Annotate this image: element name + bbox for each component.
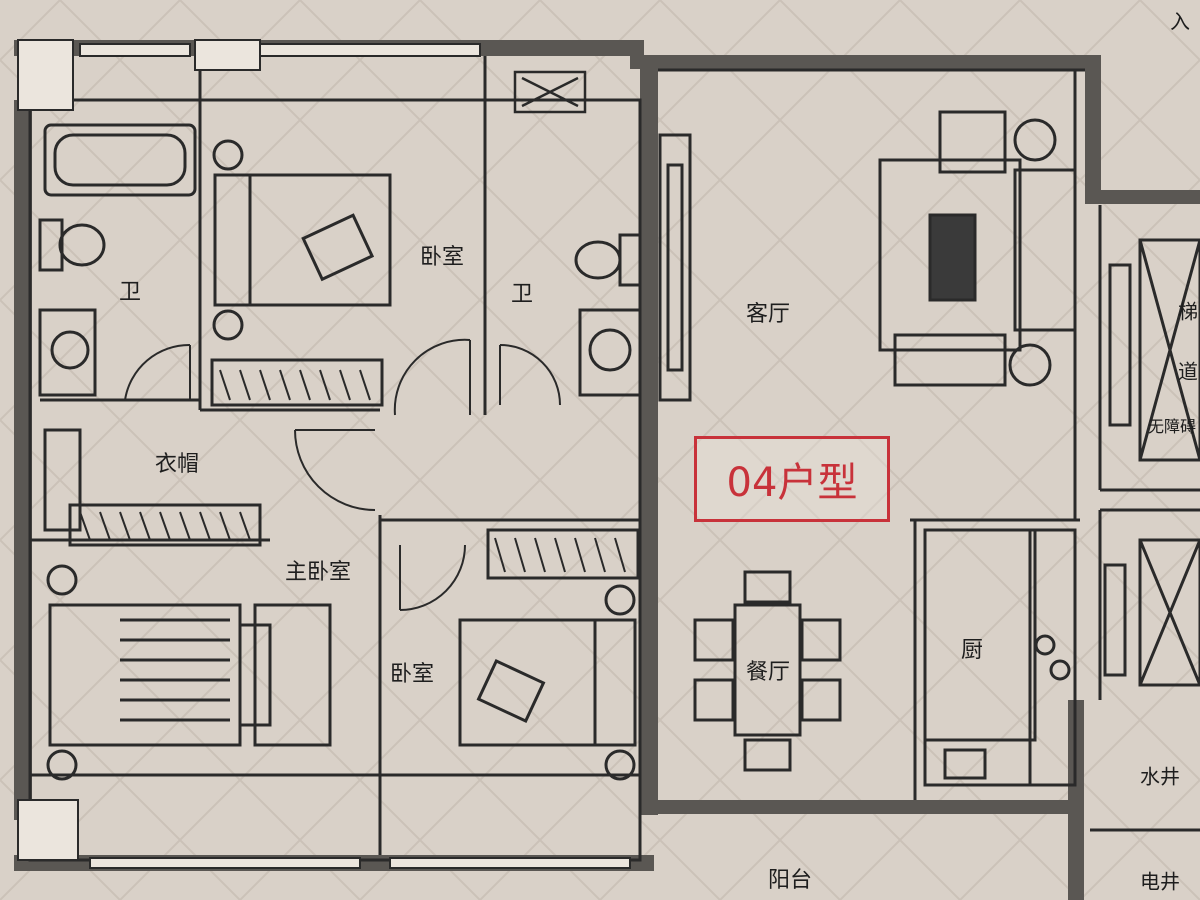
dining-table bbox=[693, 570, 842, 772]
bed-top bbox=[212, 139, 392, 341]
bathtub bbox=[43, 123, 197, 197]
room-label-corridor-2: 道 bbox=[1178, 359, 1198, 384]
bed-bottom bbox=[458, 584, 637, 781]
door-swings bbox=[124, 338, 561, 611]
room-label-living: 客厅 bbox=[745, 302, 791, 327]
room-label-kitchen: 厨 bbox=[960, 638, 984, 663]
tv-unit bbox=[658, 133, 692, 402]
wall-bottom-mid bbox=[640, 800, 1080, 814]
corridor-features bbox=[1103, 238, 1200, 687]
windows bbox=[17, 39, 631, 869]
room-label-closet: 衣帽 bbox=[154, 452, 200, 477]
room-label-balcony: 阳台 bbox=[767, 868, 813, 893]
room-label-water-shaft: 水井 bbox=[1140, 764, 1180, 789]
wall-top-right bbox=[630, 55, 1090, 69]
toilets bbox=[38, 218, 642, 287]
basins bbox=[38, 308, 642, 397]
bed-master bbox=[46, 564, 332, 781]
unit-type-label: 04户型 bbox=[694, 436, 890, 522]
room-label-bedroom-bottom: 卧室 bbox=[389, 662, 435, 687]
room-label-corridor-1: 梯 bbox=[1178, 299, 1198, 324]
sofa-set bbox=[878, 110, 1077, 387]
room-label-entrance: 入 bbox=[1170, 9, 1190, 34]
wall-right-lower bbox=[1068, 700, 1084, 900]
wardrobe-hangers bbox=[79, 369, 626, 573]
room-label-bedroom-top: 卧室 bbox=[419, 245, 465, 270]
vent-box bbox=[513, 70, 587, 114]
room-label-bath-middle: 卫 bbox=[510, 282, 534, 307]
wardrobes bbox=[43, 358, 640, 580]
wall-right-stub bbox=[1085, 190, 1200, 204]
room-label-dining: 餐厅 bbox=[745, 660, 791, 685]
room-label-corridor-3: 无障碍 bbox=[1147, 417, 1197, 436]
wall-center bbox=[640, 55, 658, 815]
wall-right-upper bbox=[1085, 55, 1101, 195]
room-label-master-bedroom: 主卧室 bbox=[284, 560, 352, 585]
walls bbox=[14, 40, 1200, 900]
wall-left bbox=[14, 100, 32, 820]
room-label-bath-left: 卫 bbox=[118, 280, 142, 305]
kitchen-counter bbox=[923, 528, 1077, 787]
room-label-electric-shaft: 电井 bbox=[1140, 869, 1180, 894]
